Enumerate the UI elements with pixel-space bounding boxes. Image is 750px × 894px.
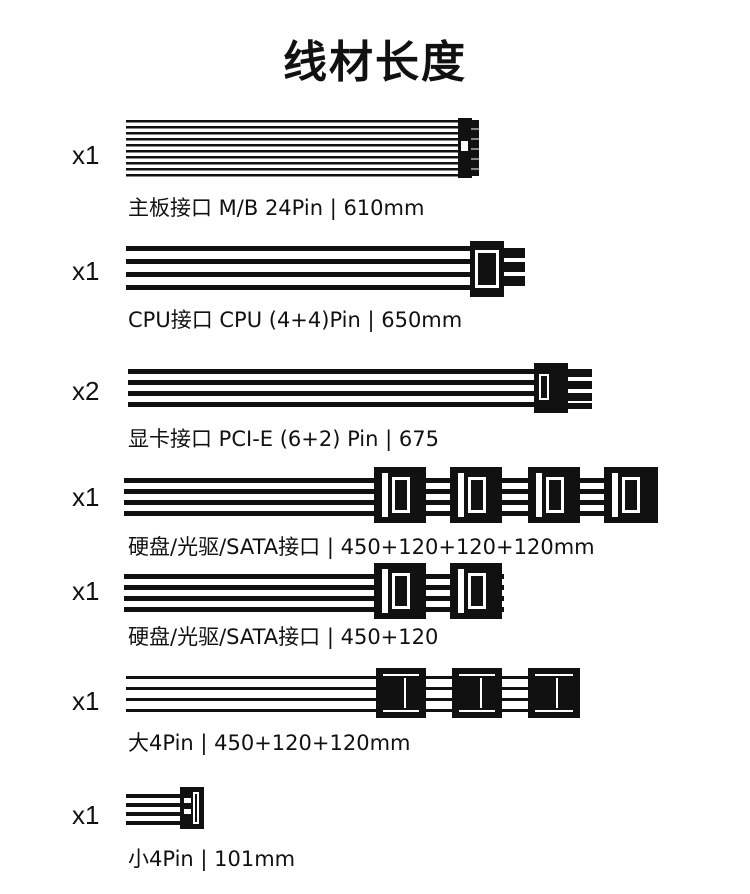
sata-connector-icon [528,467,580,523]
cable-quantity: x1 [72,576,100,606]
pcie-6plus2-connector-icon [534,363,592,413]
molex-connector-icon [528,668,580,718]
cable-sata2-diagram [124,563,504,619]
cable-sata4-diagram [124,467,658,523]
cable-quantity: x1 [72,256,100,286]
cable-small4pin-diagram [126,787,204,829]
cable-label: 大4Pin | 450+120+120mm [128,731,411,755]
sata-connector-icon [374,563,426,619]
cable-quantity: x1 [72,482,100,512]
cable-label: CPU接口 CPU (4+4)Pin | 650mm [128,308,463,332]
wire-bundle [126,794,186,825]
cable-pcie-diagram [128,363,592,413]
sata-connector-icon [374,467,426,523]
cable-label: 硬盘/光驱/SATA接口 | 450+120 [128,625,439,649]
floppy-4pin-connector-icon [180,787,204,829]
cable-molex-diagram [126,668,580,718]
wire-bundle [126,676,580,712]
molex-connector-icon [376,668,426,718]
cable-24pin-diagram [126,118,479,178]
sata-connector-icon [450,563,502,619]
wire-bundle [124,574,504,612]
sata-connector-icon [604,467,658,523]
cable-label: 主板接口 M/B 24Pin | 610mm [128,196,425,220]
cpu-8pin-connector-icon [470,241,525,297]
wire-bundle [126,246,472,290]
cable-cpu-diagram [126,241,525,297]
cable-label: 小4Pin | 101mm [128,847,296,871]
wire-bundle [128,369,536,407]
cable-label: 硬盘/光驱/SATA接口 | 450+120+120+120mm [128,535,595,559]
cable-quantity: x2 [72,376,100,406]
molex-connector-icon [452,668,502,718]
page-title: 线材长度 [283,37,467,88]
wire-bundle [126,120,460,177]
cable-quantity: x1 [72,686,100,716]
24pin-connector-icon [458,118,479,178]
cable-label: 显卡接口 PCI-E (6+2) Pin | 675 [128,427,439,451]
cable-quantity: x1 [72,800,100,830]
sata-connector-icon [450,467,502,523]
cable-quantity: x1 [72,140,100,170]
